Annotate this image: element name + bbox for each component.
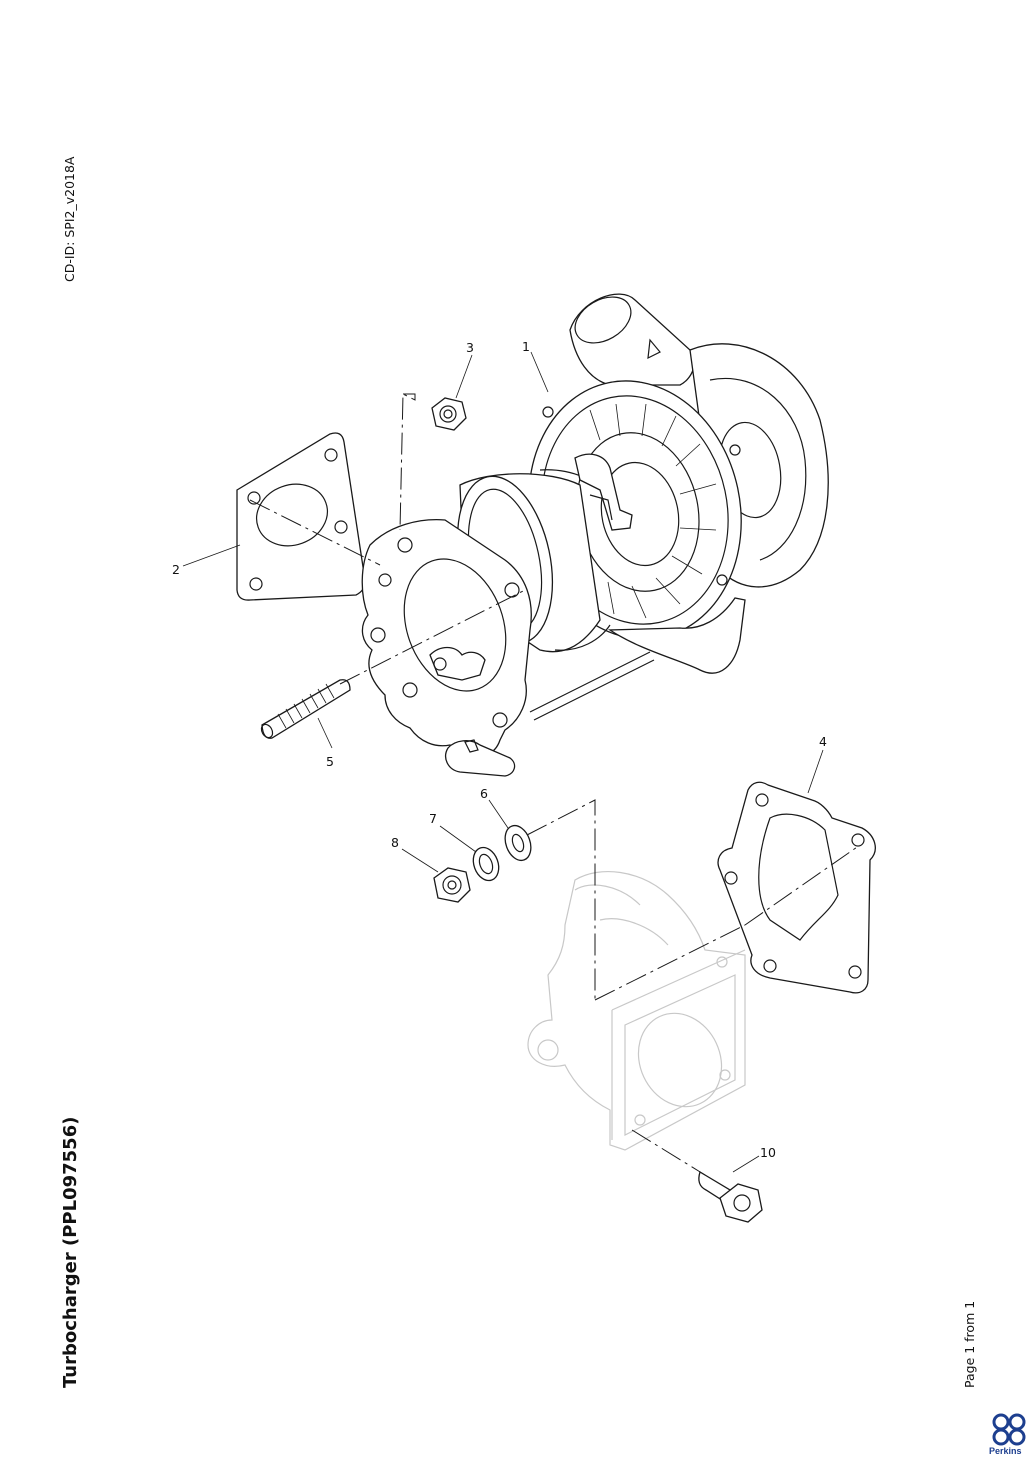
callout-5: 5 xyxy=(326,754,334,769)
callout-labels: 1 2 3 4 5 6 7 8 10 xyxy=(172,339,827,1160)
turbocharger-assembly-part-1 xyxy=(361,293,829,777)
gasket-flange-part-2 xyxy=(236,432,366,601)
callout-6: 6 xyxy=(480,786,488,801)
callout-1: 1 xyxy=(522,339,530,354)
lock-washer-part-7 xyxy=(472,846,500,882)
engine-housing-ghost xyxy=(527,870,746,1151)
callout-2: 2 xyxy=(172,562,180,577)
exhaust-gasket-part-4 xyxy=(717,781,876,994)
nut-part-8 xyxy=(433,867,471,903)
callout-leader-lines xyxy=(182,351,824,1173)
perkins-logo-icon xyxy=(992,1413,1026,1446)
brand-name: Perkins xyxy=(989,1446,1022,1456)
callout-4: 4 xyxy=(819,734,827,749)
assembly-centerlines xyxy=(249,393,861,1176)
washer-part-6 xyxy=(504,824,532,862)
bolt-part-10 xyxy=(698,1171,763,1223)
nut-part-3 xyxy=(431,397,467,431)
callout-7: 7 xyxy=(429,811,437,826)
callout-8: 8 xyxy=(391,835,399,850)
callout-3: 3 xyxy=(466,340,474,355)
callout-10: 10 xyxy=(760,1145,776,1160)
stud-part-5 xyxy=(260,679,351,739)
